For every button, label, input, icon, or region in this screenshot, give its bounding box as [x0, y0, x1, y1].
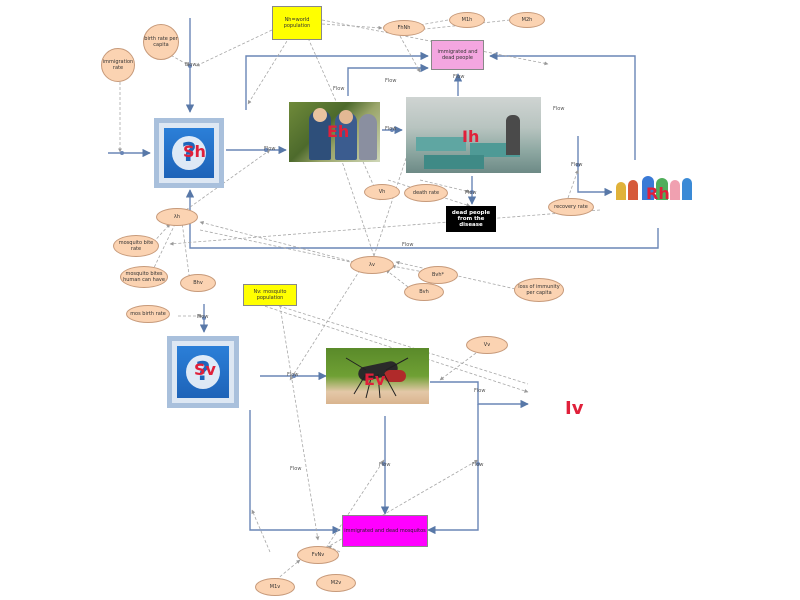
- stock-sv-label: Sv: [194, 360, 216, 379]
- immigration-rate[interactable]: immigration rate: [101, 48, 135, 82]
- stock-sv-fill: ?: [177, 346, 229, 398]
- m1v[interactable]: M1v: [255, 578, 295, 596]
- mosquito-bite-rate[interactable]: mosquito bite rate: [113, 235, 159, 257]
- stock-sh[interactable]: ? Sh: [154, 118, 224, 188]
- mosquito-legs: [345, 357, 409, 399]
- person-shape: [309, 110, 331, 160]
- person-shape: [506, 115, 520, 155]
- flow-label: Flow: [571, 162, 583, 168]
- m2v[interactable]: M2v: [316, 574, 356, 592]
- stock-ev[interactable]: Ev: [326, 348, 429, 404]
- stock-sh-label: Sh: [183, 142, 206, 161]
- stock-sh-fill: ?: [164, 128, 214, 178]
- person-shape: [335, 112, 357, 160]
- flow-label: Flow: [290, 466, 302, 472]
- face-shape: [313, 108, 327, 122]
- birth-rate[interactable]: birth rate per capita: [143, 24, 179, 60]
- flow-sh-to-dead: [245, 51, 429, 110]
- flow-label: Flow: [264, 146, 276, 152]
- flow-label: Flow: [474, 388, 486, 394]
- flow-ev-to-iv: [430, 381, 529, 409]
- flow-sv-to-deadmos: [249, 410, 341, 535]
- flow-label: Flow: [287, 372, 299, 378]
- flow-rh-to-dead: [489, 51, 636, 160]
- dead-from-disease[interactable]: dead people from the disease: [446, 206, 496, 232]
- bed-shape: [424, 155, 484, 169]
- person-shape: [616, 182, 626, 200]
- person-shape: [642, 176, 654, 200]
- question-icon: ?: [172, 136, 206, 170]
- fvnv[interactable]: FvNv: [297, 546, 339, 564]
- flow-label: Flow: [402, 242, 414, 248]
- valves: [120, 64, 580, 466]
- bvh[interactable]: Bvh: [404, 283, 444, 301]
- stock-eh[interactable]: Eh: [289, 102, 380, 162]
- stock-rh[interactable]: Rh: [612, 172, 696, 202]
- person-shape: [682, 178, 692, 200]
- flow-label: Flow: [385, 78, 397, 84]
- flow-label: Flow: [379, 462, 391, 468]
- m1h[interactable]: M1h: [449, 12, 485, 28]
- flow-label: Flow: [385, 126, 397, 132]
- stock-ih[interactable]: Ih: [406, 97, 541, 173]
- mosquito-bites-human[interactable]: mosquito bites human can have: [120, 266, 168, 288]
- flow-label: Flow: [197, 314, 209, 320]
- bvh-star[interactable]: Bvh*: [418, 266, 458, 284]
- question-icon: ?: [186, 355, 220, 389]
- stock-ih-label: Ih: [462, 127, 480, 146]
- flow-ih-to-rh: [577, 136, 613, 197]
- nh-population[interactable]: Nh=world population: [272, 6, 322, 40]
- flow-iv-to-deadmos: [427, 404, 479, 535]
- lambda-h[interactable]: λh: [156, 208, 198, 226]
- nv-population[interactable]: Nv: mosquito population: [243, 284, 297, 306]
- flow-label: Flow: [185, 62, 197, 68]
- loss-of-immunity[interactable]: loss of immunity per capita: [514, 278, 564, 302]
- stock-rh-label: Rh: [646, 184, 670, 202]
- immigrated-dead-people[interactable]: immigrated and dead people: [431, 40, 484, 70]
- stock-sv[interactable]: ? Sv: [167, 336, 239, 408]
- recovery-rate[interactable]: recovery rate: [548, 198, 594, 216]
- person-shape: [656, 178, 668, 200]
- vv[interactable]: Vv: [466, 336, 508, 354]
- immigrated-dead-mosquitos[interactable]: immigrated and dead mosquitos: [342, 515, 428, 547]
- flow-label: Flow: [472, 462, 484, 468]
- fhnh[interactable]: FhNh: [383, 20, 425, 36]
- bed-shape: [416, 137, 466, 151]
- m2h[interactable]: M2h: [509, 12, 545, 28]
- bhv[interactable]: Bhv: [180, 274, 216, 292]
- mosquito-abdomen: [384, 370, 406, 382]
- flow-label: Flow: [453, 74, 465, 80]
- death-rate[interactable]: death rate: [404, 184, 448, 202]
- stock-iv[interactable]: Iv: [565, 398, 584, 419]
- person-shape: [628, 180, 638, 200]
- lambda-v[interactable]: λv: [350, 256, 394, 274]
- flow-label: Flow: [465, 190, 477, 196]
- vh[interactable]: Vh: [364, 184, 400, 200]
- flow-eh-to-dead: [347, 63, 429, 96]
- stock-eh-label: Eh: [327, 122, 350, 141]
- flow-label: Flow: [333, 86, 345, 92]
- face-shape: [339, 110, 353, 124]
- flow-label: Flow: [553, 106, 565, 112]
- person-shape: [670, 180, 680, 200]
- stock-ev-label: Ev: [364, 370, 386, 389]
- person-shape: [359, 114, 377, 160]
- mos-birth-rate[interactable]: mos birth rate: [126, 305, 170, 323]
